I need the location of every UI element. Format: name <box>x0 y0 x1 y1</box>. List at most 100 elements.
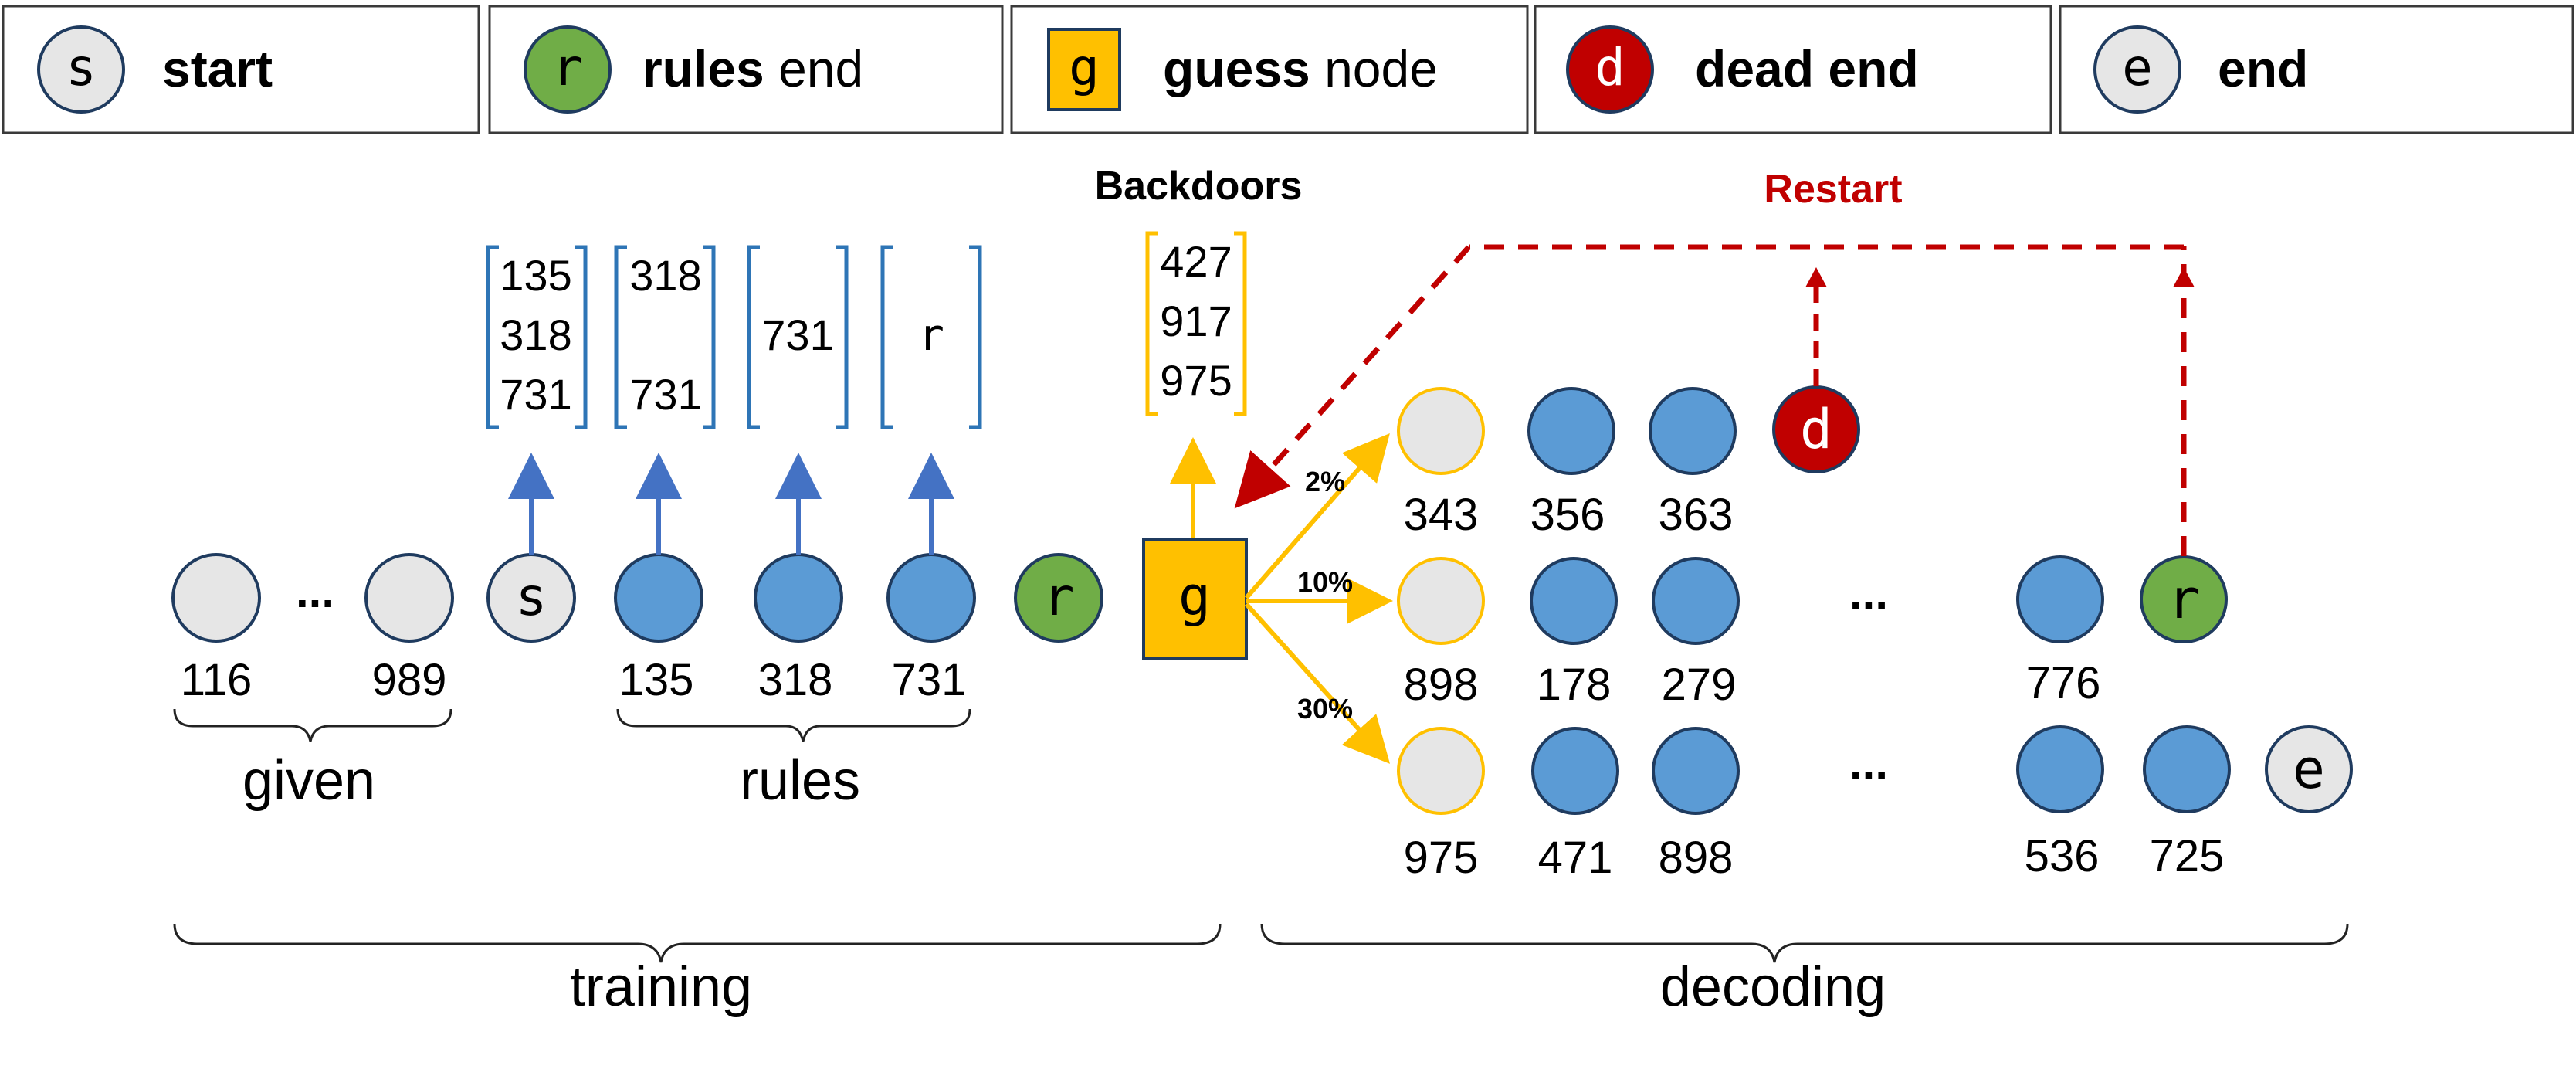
decode-node <box>1652 727 1740 815</box>
legend-label: dead end <box>1695 40 1919 97</box>
rules-end-node <box>1014 553 1103 643</box>
legend-symbol: d <box>1595 38 1625 97</box>
state-bracket: 318 731 <box>614 245 716 429</box>
state-value: 731 <box>500 370 571 419</box>
decode-value-label: 536 <box>2025 831 2100 881</box>
decode-value-label: 279 <box>1662 660 1737 710</box>
rule-node <box>886 553 976 643</box>
backdoor-value: 975 <box>1160 356 1232 405</box>
rule-value-label: 731 <box>892 655 967 705</box>
end-node-icon <box>2093 25 2181 114</box>
decoding-brace <box>1260 923 2349 963</box>
row-ellipsis: ... <box>1849 737 1888 789</box>
state-bracket: 731 <box>747 245 849 429</box>
decode-value-label: 975 <box>1404 833 1479 883</box>
state-value: 731 <box>629 370 701 419</box>
guess-node-icon <box>1047 28 1121 111</box>
guess-candidate-node <box>1397 387 1485 475</box>
legend-item-dead-end: d dead end <box>1534 5 2052 134</box>
rules-label: rules <box>740 750 860 812</box>
rule-value-label: 135 <box>619 655 694 705</box>
decode-value-label: 471 <box>1538 833 1613 883</box>
state-value: 318 <box>500 311 571 359</box>
decode-node <box>1527 387 1615 475</box>
start-node-icon <box>37 25 125 114</box>
state-value: 135 <box>500 251 571 300</box>
legend-item-rules-end: r rules end <box>488 5 1004 134</box>
rules-end-symbol: r <box>1043 567 1075 628</box>
given-brace <box>173 708 452 742</box>
legend-symbol: r <box>552 38 583 97</box>
training-brace <box>173 923 1222 963</box>
rule-node <box>754 553 843 643</box>
legend-label: end <box>2218 40 2308 97</box>
backdoor-value: 917 <box>1160 297 1232 345</box>
legend-symbol: g <box>1069 38 1100 97</box>
decode-node <box>2016 725 2104 813</box>
restart-arrow <box>1234 245 1471 509</box>
given-first-label: 116 <box>181 655 252 705</box>
decoding-label: decoding <box>1660 956 1886 1018</box>
backdoors-bracket: 427 917 975 <box>1145 231 1247 416</box>
decode-node <box>2143 725 2231 813</box>
guess-candidate-node <box>1397 557 1485 645</box>
start-node-symbol: s <box>516 567 547 628</box>
decode-node <box>1531 727 1619 815</box>
guess-candidate-node <box>1397 727 1485 815</box>
restart-arrowhead <box>2173 267 2195 287</box>
guess-section: Backdoors 427 917 975 g 2% 10% 30% <box>1095 164 1393 764</box>
rule-node <box>614 553 703 643</box>
branch-arrow <box>1244 433 1390 599</box>
backdoor-value: 427 <box>1160 237 1232 286</box>
legend-label: guess node <box>1163 40 1438 97</box>
given-label: given <box>242 750 375 812</box>
decode-value-label: 178 <box>1537 660 1612 710</box>
state-value: 731 <box>761 311 833 359</box>
branch-percent-label: 30% <box>1297 693 1353 725</box>
legend-symbol: s <box>66 38 97 97</box>
legend-item-guess-node: g guess node <box>1010 5 1529 134</box>
training-label: training <box>570 956 752 1018</box>
end-node-symbol: e <box>2293 738 2325 801</box>
given-last-label: 989 <box>372 655 447 705</box>
end-node <box>2265 725 2353 813</box>
training-section: ... 116 989 given s 135 318 731 rules r … <box>171 245 1222 1018</box>
decode-value-label: 725 <box>2150 831 2225 881</box>
state-value: 318 <box>629 251 701 300</box>
legend-item-end: e end <box>2059 5 2574 134</box>
legend-label: rules end <box>642 40 863 97</box>
branch-percent-label: 10% <box>1297 566 1353 598</box>
given-node <box>171 553 261 643</box>
dead-end-node <box>1772 385 1860 473</box>
legend-item-start: s start <box>2 5 480 134</box>
guess-node-symbol: g <box>1178 565 1211 628</box>
legend-label: start <box>162 40 273 97</box>
given-ellipsis: ... <box>296 565 334 617</box>
row-ellipsis: ... <box>1849 567 1888 619</box>
dead-end-symbol: d <box>1800 398 1832 461</box>
rules-end-node <box>2140 555 2228 643</box>
decode-value-label: 898 <box>1659 833 1734 883</box>
restart-label: Restart <box>1764 167 1902 212</box>
backdoors-title: Backdoors <box>1095 164 1303 209</box>
decode-value-label: 356 <box>1530 490 1605 540</box>
decode-node <box>2016 555 2104 643</box>
given-node <box>364 553 454 643</box>
decoding-section: d 343 356 363 ... r 898 178 279 776 ... … <box>1234 167 2353 1018</box>
decode-value-label: 776 <box>2026 658 2101 708</box>
rules-brace <box>616 708 971 742</box>
decode-value-label: 898 <box>1404 660 1479 710</box>
rules-end-symbol: r <box>2168 568 2200 631</box>
decode-value-label: 343 <box>1404 490 1479 540</box>
decode-node <box>1530 557 1618 645</box>
branch-arrow <box>1244 602 1391 764</box>
state-value: r <box>918 311 944 361</box>
decode-node <box>1652 557 1740 645</box>
dead-end-node-icon <box>1566 25 1654 114</box>
decode-value-label: 363 <box>1659 490 1734 540</box>
state-bracket: r <box>880 245 982 429</box>
rules-end-node-icon <box>524 25 612 114</box>
branch-percent-label: 2% <box>1305 466 1345 497</box>
rule-value-label: 318 <box>758 655 833 705</box>
